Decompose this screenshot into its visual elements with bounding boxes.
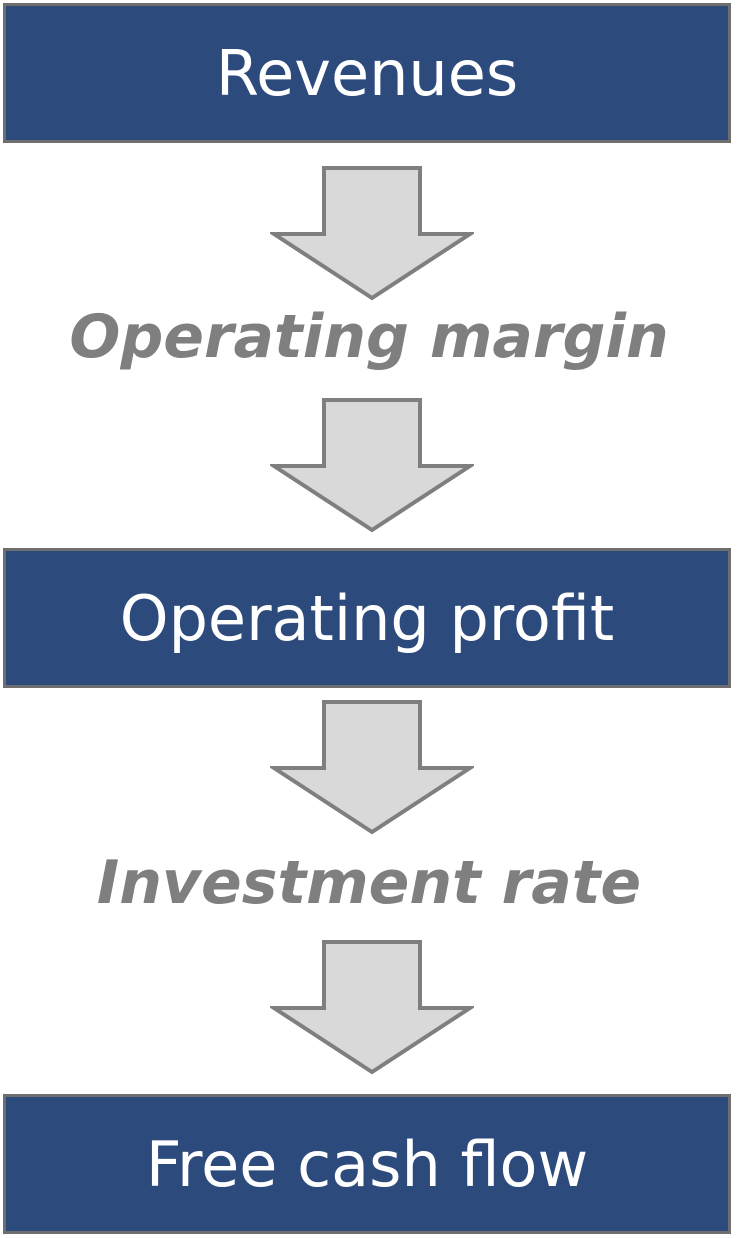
free-cash-flow-label: Free cash flow (145, 1127, 589, 1201)
free-cash-flow-box: Free cash flow (3, 1094, 731, 1234)
investment-rate-label: Investment rate (96, 848, 642, 918)
revenues-label: Revenues (215, 36, 519, 110)
operating-profit-box: Operating profit (3, 548, 731, 688)
down-arrow-icon (270, 940, 474, 1076)
operating-margin-label: Operating margin (69, 302, 669, 372)
revenues-box: Revenues (3, 3, 731, 143)
operating-profit-label: Operating profit (119, 581, 615, 655)
down-arrow-icon (270, 398, 474, 534)
down-arrow-icon (270, 166, 474, 302)
down-arrow-icon (270, 700, 474, 836)
